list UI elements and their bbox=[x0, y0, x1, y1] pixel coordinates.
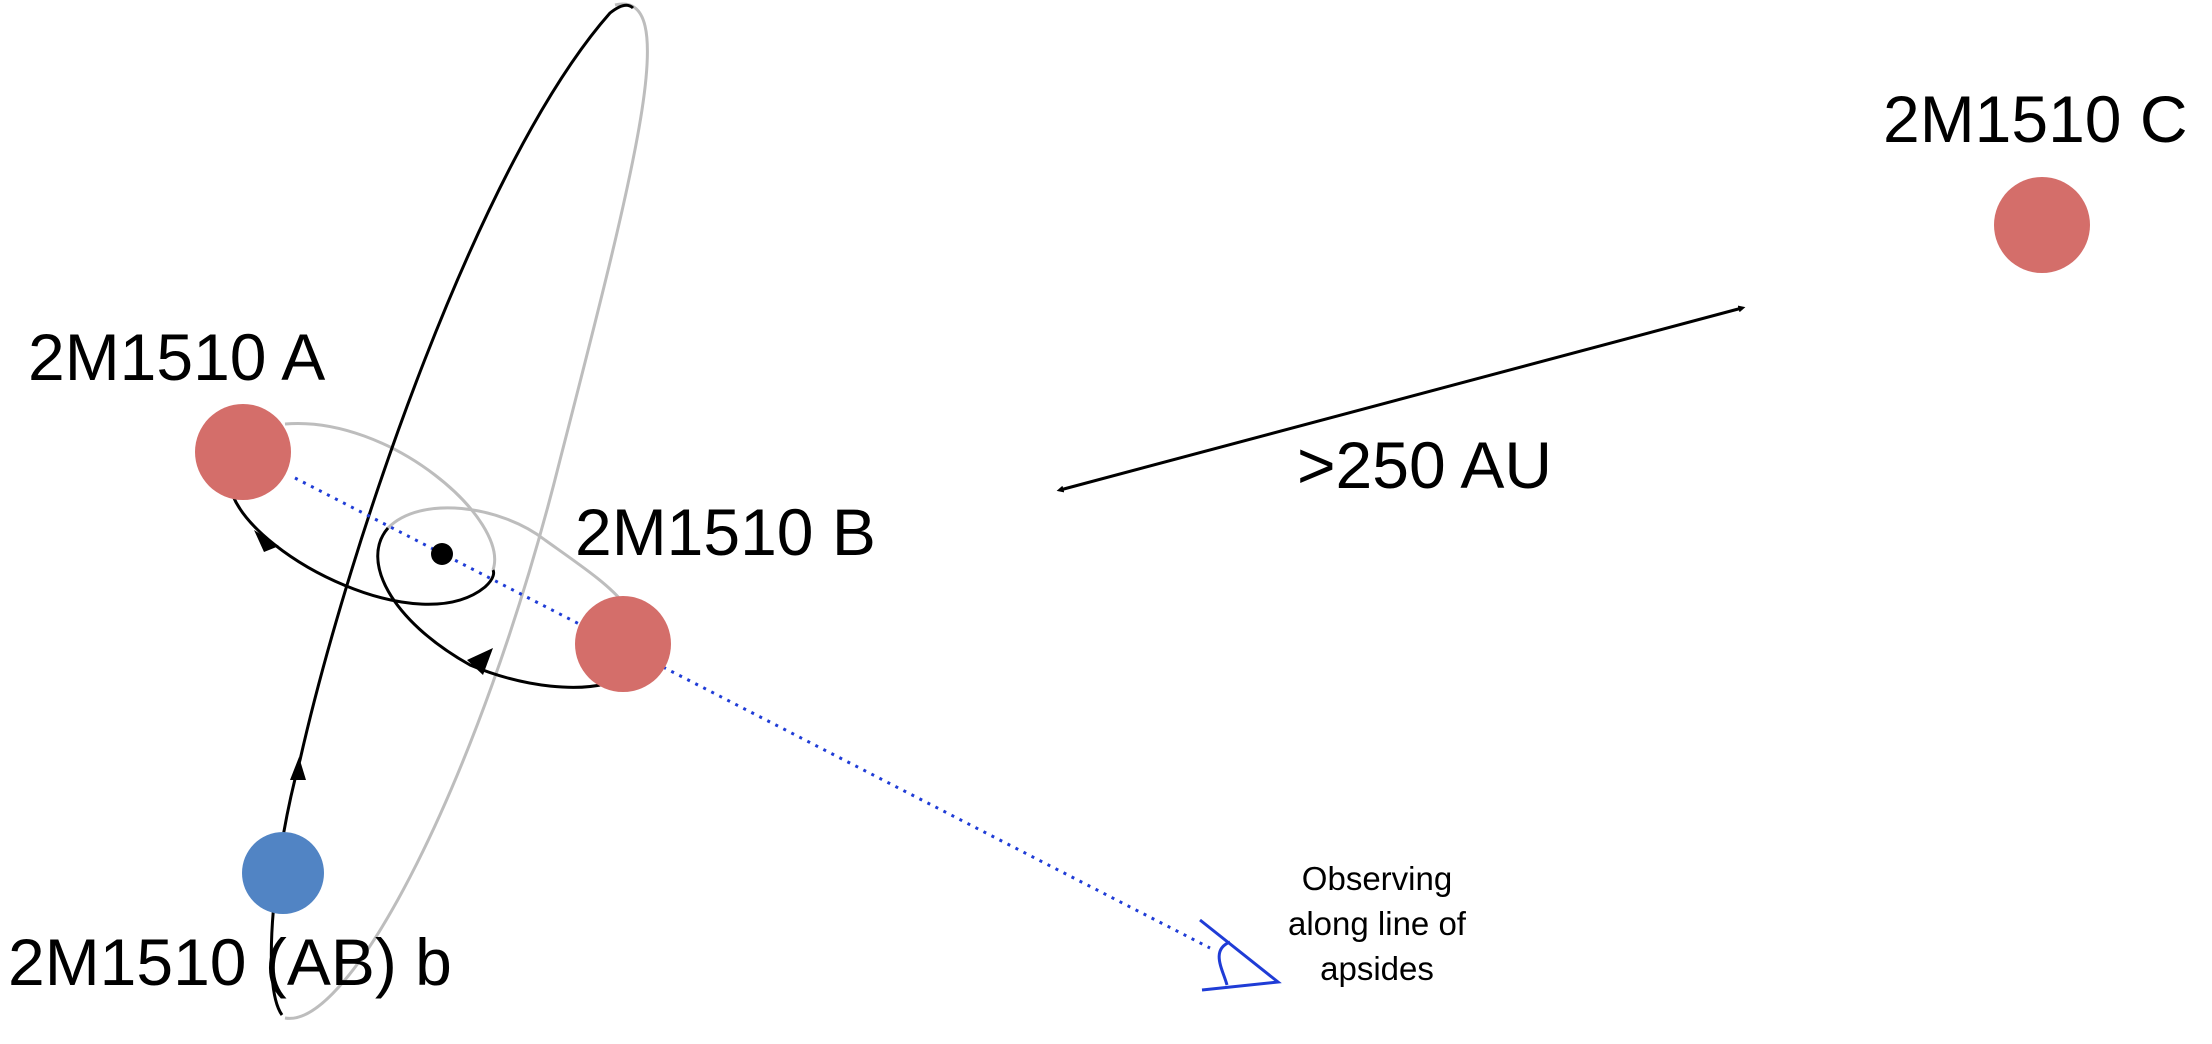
star-b-orbit-back bbox=[386, 506, 627, 606]
star-b-orbit-front bbox=[376, 527, 606, 689]
star-b-label: 2M1510 B bbox=[575, 495, 876, 569]
observer-label-line3: apsides bbox=[1320, 950, 1434, 987]
star-a-orbit-back bbox=[284, 422, 497, 571]
star-b-orbit-arrow bbox=[467, 648, 493, 675]
star-b bbox=[575, 596, 671, 692]
observer-label-line1: Observing bbox=[1302, 860, 1452, 897]
star-c bbox=[1994, 177, 2090, 273]
planet-label: 2M1510 (AB) b bbox=[8, 925, 452, 999]
star-a-orbit-arrow bbox=[254, 530, 279, 552]
distance-label: >250 AU bbox=[1297, 428, 1552, 502]
planet-orbit-back bbox=[284, 2, 649, 1020]
planet-b bbox=[242, 832, 324, 914]
barycenter bbox=[431, 543, 453, 565]
observer-label-line2: along line of bbox=[1288, 905, 1467, 942]
star-a-orbit-front bbox=[231, 495, 496, 606]
distance-arrow bbox=[1056, 305, 1746, 493]
star-a bbox=[195, 404, 291, 500]
star-a-label: 2M1510 A bbox=[28, 320, 325, 394]
planet-orbit-arrow bbox=[290, 757, 306, 780]
star-c-label: 2M1510 C bbox=[1883, 82, 2188, 156]
eye-icon bbox=[1199, 918, 1282, 992]
